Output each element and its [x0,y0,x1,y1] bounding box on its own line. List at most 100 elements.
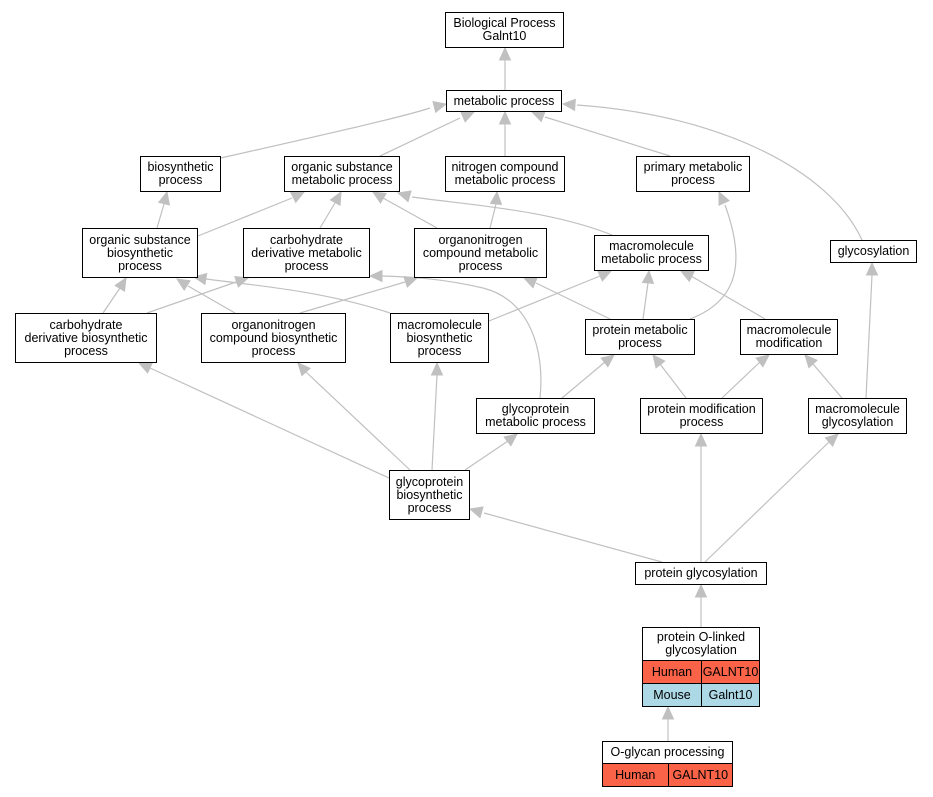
node-primary-metabolic-process[interactable]: primary metabolic process [636,156,750,192]
edge-carbderivbio-orgsubbio [102,287,121,314]
arrowhead [329,190,342,206]
arrowhead [679,270,695,283]
arrowhead [368,269,383,283]
node-label: organic substance metabolic process [291,160,393,187]
arrowhead [234,275,250,288]
edge-primary-metabolic [544,116,671,157]
arrowhead [468,506,484,519]
arrowhead [600,354,615,368]
edge-macromolbio-orgsubbio [205,278,391,314]
node-protein-modification-process[interactable]: protein modification process [640,398,763,434]
node-label: protein metabolic process [592,323,688,350]
arrowhead [865,261,879,276]
node-protein-glycosylation[interactable]: protein glycosylation [635,562,767,585]
arrowhead [137,362,153,374]
arrowhead [498,46,512,61]
arrowhead [641,269,655,284]
node-macromolecule-glycosylation[interactable]: macromolecule glycosylation [808,398,907,434]
edge-macromolmod-macromolmetab [690,275,766,320]
edge-proteinmod-proteinmetab [659,363,687,399]
node-organic-substance-metabolic-process[interactable]: organic substance metabolic process [284,156,400,192]
edge-proteinmetab-primary [689,204,737,320]
gene-label: GALNT10 [702,664,759,679]
node-label: O-glycan processing [610,745,725,759]
node-label: metabolic process [453,93,555,108]
node-label: glycoprotein metabolic process [485,402,586,429]
node-label: carbohydrate derivative metabolic proces… [251,232,362,273]
node-biological-process[interactable]: Biological Process Galnt10 [445,12,564,48]
node-glycoprotein-metabolic-process[interactable]: glycoprotein metabolic process [476,398,595,434]
node-label: macromolecule metabolic process [601,239,702,266]
node-metabolic-process[interactable]: metabolic process [446,90,562,112]
arrowhead [694,432,708,447]
node-label: protein O-linked glycosylation [656,630,746,657]
arrowhead [755,354,770,368]
edge-organonitbio-orgsubbio [187,285,236,314]
node-label: macromolecule glycosylation [815,402,900,429]
edge-proteinglyc-macromolglyc [704,441,830,563]
node-macromolecule-biosynthetic-process[interactable]: macromolecule biosynthetic process [390,313,489,363]
node-label: carbohydrate derivative biosynthetic pro… [24,317,148,358]
node-glycosylation[interactable]: glycosylation [830,240,917,263]
gene-row-mouse: Mouse Galnt10 [643,683,759,706]
edge-glycoproteinbio-macromolbio [431,374,438,471]
arrowhead [430,361,444,376]
arrowhead [661,705,675,720]
arrowhead [561,98,576,112]
arrowhead [522,277,538,289]
node-organonitrogen-compound-biosynthetic-process[interactable]: organonitrogen compound biosynthetic pro… [201,313,346,363]
arrowhead [290,191,306,204]
arrowhead [597,270,613,282]
species-label: Mouse [643,684,702,706]
node-macromolecule-modification[interactable]: macromolecule modification [740,319,838,355]
node-o-glycan-processing[interactable]: O-glycan processing Human GALNT10 [602,741,733,787]
node-label: nitrogen compound metabolic process [451,160,559,187]
edge-macromolmetab-orgsubmetab [411,196,613,236]
node-label: protein glycosylation [644,566,758,580]
node-nitrogen-compound-metabolic-process[interactable]: nitrogen compound metabolic process [445,156,565,192]
edge-glycoproteinbio-carbderivbio [149,367,390,479]
node-label: Biological Process Galnt10 [453,16,556,43]
edge-biosynthetic-metabolic [220,107,431,159]
node-label: organonitrogen compound metabolic proces… [422,232,539,273]
arrowhead [371,191,387,204]
edge-proteinmetab-macromolmetab [642,282,649,320]
node-organic-substance-biosynthetic-process[interactable]: organic substance biosynthetic process [82,228,198,278]
arrowhead [114,276,127,292]
edge-organonitmetab-orgsubmetab [382,197,438,229]
gene-label: GALNT10 [672,767,729,782]
node-label: protein modification process [647,402,756,429]
edge-proteinmetab-organonitmetab [535,282,611,320]
edge-glycosylation-metabolic [576,104,863,241]
edge-proteinmod-macromolmod [721,361,761,399]
arrowhead [396,190,412,203]
node-carbohydrate-derivative-biosynthetic-process[interactable]: carbohydrate derivative biosynthetic pro… [15,313,157,363]
node-protein-metabolic-process[interactable]: protein metabolic process [585,319,695,355]
node-organonitrogen-compound-metabolic-process[interactable]: organonitrogen compound metabolic proces… [414,228,547,278]
node-label: organic substance biosynthetic process [89,232,191,273]
edge-orgsubmetab-metabolic [379,117,461,157]
edge-glycoproteinmetab-carbderivmetab [381,275,542,399]
node-macromolecule-metabolic-process[interactable]: macromolecule metabolic process [594,235,709,271]
node-carbohydrate-derivative-metabolic-process[interactable]: carbohydrate derivative metabolic proces… [243,228,370,278]
edge-orgsubbio-orgsubmetab [197,197,293,237]
arrowhead [157,190,171,206]
edge-glycoproteinbio-organonitbio [305,371,411,471]
node-biosynthetic-process[interactable]: biosynthetic process [140,156,221,192]
species-label: Human [603,764,669,786]
node-label: macromolecule modification [746,323,832,350]
edge-glycoproteinmetab-proteinmetab [561,361,606,399]
node-protein-o-linked-glycosylation[interactable]: protein O-linked glycosylation Human GAL… [642,627,760,707]
arrowhead [297,362,311,377]
node-label: macromolecule biosynthetic process [397,317,482,358]
edge-glycoproteinbio-glycoproteinmetab [464,440,509,471]
edge-carbderivbio-carbderivmetab [146,281,237,314]
arrowhead [824,433,839,447]
arrowhead [503,433,518,447]
node-glycoprotein-biosynthetic-process[interactable]: glycoprotein biosynthetic process [389,470,470,520]
arrowhead [498,110,512,125]
node-label: glycoprotein biosynthetic process [395,474,464,515]
arrowhead [652,354,666,369]
edge-carbderivmetab-orgsubmetab [319,202,336,229]
gene-row-human: Human GALNT10 [603,763,732,786]
